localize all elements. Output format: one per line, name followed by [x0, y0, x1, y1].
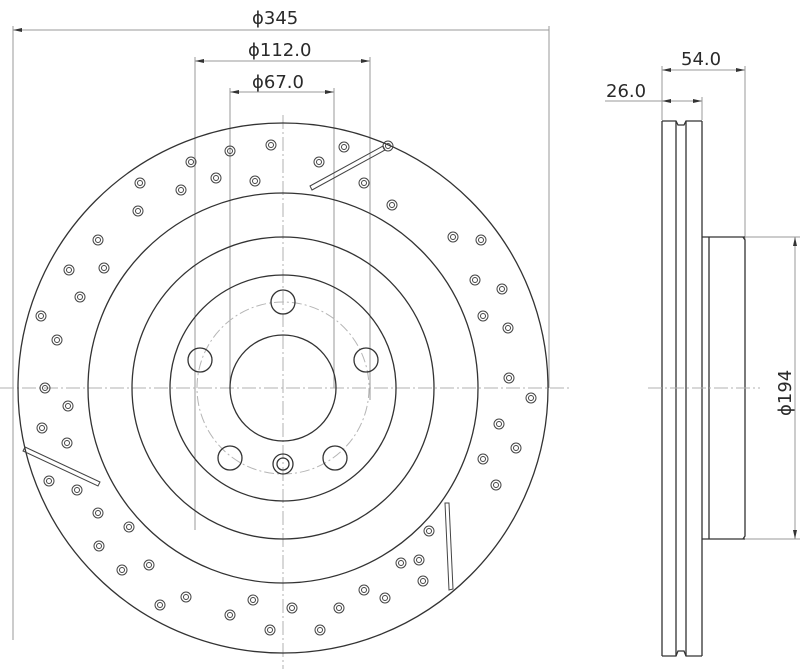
dimension-outer-diameter: ϕ345 [12, 8, 550, 640]
disc-thickness-label: 26.0 [606, 81, 646, 102]
bore-label: ϕ67.0 [252, 72, 304, 93]
bolt-holes [187, 289, 379, 475]
slots [22, 145, 454, 591]
dimension-pcd: ϕ112.0 [194, 40, 371, 530]
dimension-disc-thickness: 26.0 [605, 81, 703, 120]
friction-ring-inner-edge [87, 192, 479, 584]
side-view: 54.0 26.0 [605, 49, 800, 657]
pcd-label: ϕ112.0 [248, 40, 311, 61]
center-bore [229, 334, 337, 442]
overall-width-label: 54.0 [681, 49, 721, 70]
dimension-overall-width: 54.0 [661, 49, 746, 240]
hat-inner-ring [169, 274, 397, 502]
dimension-hat-diameter: ϕ194 [745, 236, 800, 540]
drill-holes [35, 139, 537, 636]
front-view [0, 115, 570, 669]
hat-diameter-label: ϕ194 [775, 370, 796, 416]
hat-outer-ring [131, 236, 435, 540]
dimension-bore: ϕ67.0 [229, 72, 335, 388]
outer-edge [17, 122, 549, 654]
outer-diameter-label: ϕ345 [252, 8, 298, 29]
